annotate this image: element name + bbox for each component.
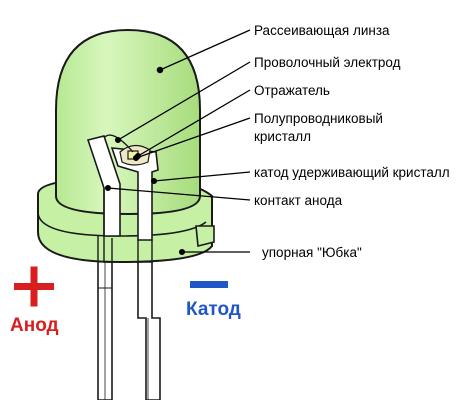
label-wire-electrode: Проволочный электрод: [254, 55, 401, 70]
label-crystal-line1: Полупроводниковый: [254, 111, 383, 126]
anode-label: Анод: [10, 315, 59, 336]
cathode-label: Катод: [186, 299, 241, 320]
anode-lead: [97, 262, 113, 400]
label-lens: Рассеивающая линза: [254, 23, 390, 38]
label-flange: упорная "Юбка": [262, 245, 362, 260]
label-reflector: Отражатель: [254, 83, 330, 98]
lens-dome: [55, 28, 201, 216]
bond-wire: [103, 134, 134, 153]
anode-post: [86, 135, 121, 263]
label-cathode-holder: катод удерживающий кристалл: [254, 165, 450, 180]
leader-lines: [104, 29, 251, 256]
cathode-lead: [137, 262, 161, 400]
minus-sign-icon: [190, 281, 228, 288]
plus-sign-icon: [14, 266, 54, 307]
label-crystal-line2: кристалл: [254, 129, 311, 144]
label-anode-contact: контакт анода: [254, 193, 343, 208]
